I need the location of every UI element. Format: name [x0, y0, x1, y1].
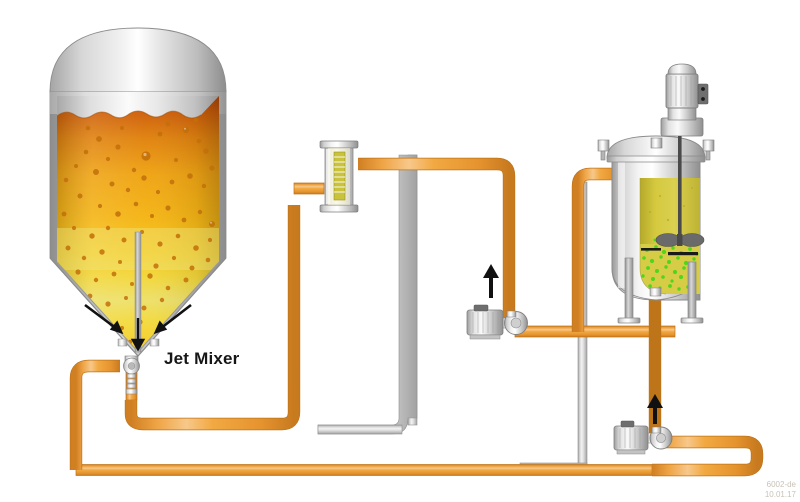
- arrow-pump-1: [483, 264, 499, 298]
- jet-mixer-label: Jet Mixer: [164, 349, 240, 368]
- pump-1-terminal-box: [473, 304, 489, 312]
- tank-internal-riser: [134, 231, 142, 353]
- reactor-motor: [665, 63, 709, 109]
- piping-network: [69, 154, 764, 477]
- mixing-element: [333, 151, 346, 201]
- reactor-agitator: [655, 136, 705, 247]
- reactor-lid-flange: [606, 155, 706, 163]
- pump-1: [466, 264, 528, 340]
- reactor-lid-clamps: [597, 137, 715, 161]
- orange-pipe-network: [69, 157, 764, 477]
- cone-flow-arrows: [84, 303, 192, 352]
- watermark-code: 6002-de: [766, 480, 796, 489]
- reactor-legs: [617, 257, 704, 324]
- reactor-drive-seat: [660, 117, 704, 137]
- reactor-outlet-nozzle: [649, 287, 662, 297]
- watermark-date: 10.01.17: [764, 490, 796, 499]
- arrow-pump-2: [647, 394, 663, 424]
- gray-pipe-loop: [317, 154, 588, 473]
- reactor-vessel: [597, 63, 715, 324]
- static-mixer: [319, 140, 359, 213]
- pump-2: [613, 394, 673, 455]
- pump-2-terminal-box: [620, 420, 635, 428]
- motor-terminal-box: [697, 83, 709, 105]
- jet-mixer-nozzle: [123, 355, 140, 395]
- storage-tank: [49, 27, 227, 357]
